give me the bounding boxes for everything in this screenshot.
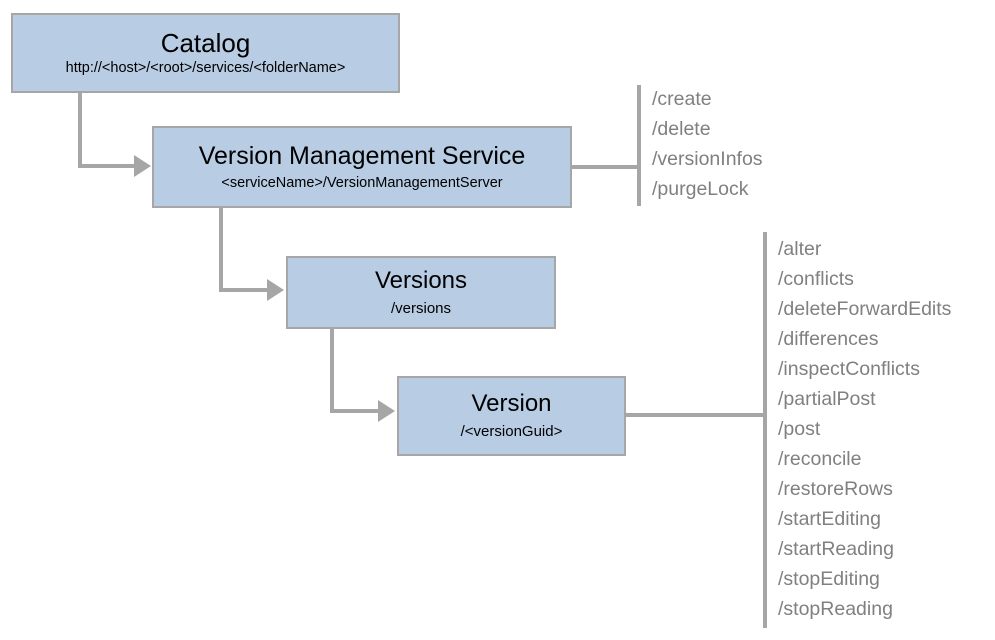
bracket-bar-service-operations	[637, 85, 641, 206]
node-version-management-service-path: <serviceName>/VersionManagementServer	[221, 174, 503, 191]
node-versions-title: Versions	[374, 266, 468, 294]
connector-service-to-versions-vertical	[219, 207, 223, 292]
connector-catalog-to-service-vertical	[78, 92, 82, 168]
operation-item[interactable]: /create	[652, 88, 712, 110]
operation-item[interactable]: /restoreRows	[778, 478, 893, 500]
operation-list-version: /alter /conflicts /deleteForwardEdits /d…	[778, 234, 951, 624]
node-catalog-path: http://<host>/<root>/services/<folderNam…	[65, 60, 346, 77]
node-version-management-service-title: Version Management Service	[198, 141, 526, 170]
operation-item[interactable]: /startReading	[778, 538, 894, 560]
operation-item[interactable]: /reconcile	[778, 448, 862, 470]
connector-versions-to-version-vertical	[330, 328, 334, 413]
operation-item[interactable]: /startEditing	[778, 508, 881, 530]
node-version[interactable]: Version /<versionGuid>	[397, 376, 626, 456]
operation-item[interactable]: /post	[778, 418, 821, 440]
bracket-bar-version-operations	[763, 232, 767, 628]
operation-item[interactable]: /stopEditing	[778, 568, 880, 590]
node-catalog-title: Catalog	[160, 28, 251, 59]
node-version-path: /<versionGuid>	[460, 423, 563, 441]
operation-item[interactable]: /deleteForwardEdits	[778, 298, 952, 320]
operation-list-service: /create /delete /versionInfos /purgeLock	[652, 84, 763, 204]
arrowhead-icon-catalog-to-service	[134, 155, 151, 177]
operation-item[interactable]: /delete	[652, 118, 711, 140]
operation-item[interactable]: /partialPost	[778, 388, 876, 410]
operation-item[interactable]: /inspectConflicts	[778, 358, 920, 380]
operation-item[interactable]: /differences	[778, 328, 879, 350]
connector-service-to-versions-horizontal	[219, 288, 269, 292]
operation-item[interactable]: /alter	[778, 238, 822, 260]
node-catalog[interactable]: Catalog http://<host>/<root>/services/<f…	[11, 13, 400, 93]
operation-item[interactable]: /purgeLock	[652, 178, 749, 200]
node-versions[interactable]: Versions /versions	[286, 256, 556, 329]
arrowhead-icon-service-to-versions	[267, 279, 284, 301]
arrowhead-icon-versions-to-version	[378, 400, 395, 422]
node-version-management-service[interactable]: Version Management Service <serviceName>…	[152, 126, 572, 208]
node-version-title: Version	[471, 390, 552, 418]
operation-item[interactable]: /stopReading	[778, 598, 893, 620]
node-versions-path: /versions	[390, 299, 452, 317]
bracket-stem-version-operations	[625, 413, 767, 417]
bracket-stem-service-operations	[571, 165, 641, 169]
operation-item[interactable]: /versionInfos	[652, 148, 763, 170]
connector-versions-to-version-horizontal	[330, 409, 380, 413]
operation-item[interactable]: /conflicts	[778, 268, 854, 290]
connector-catalog-to-service-horizontal	[78, 164, 136, 168]
